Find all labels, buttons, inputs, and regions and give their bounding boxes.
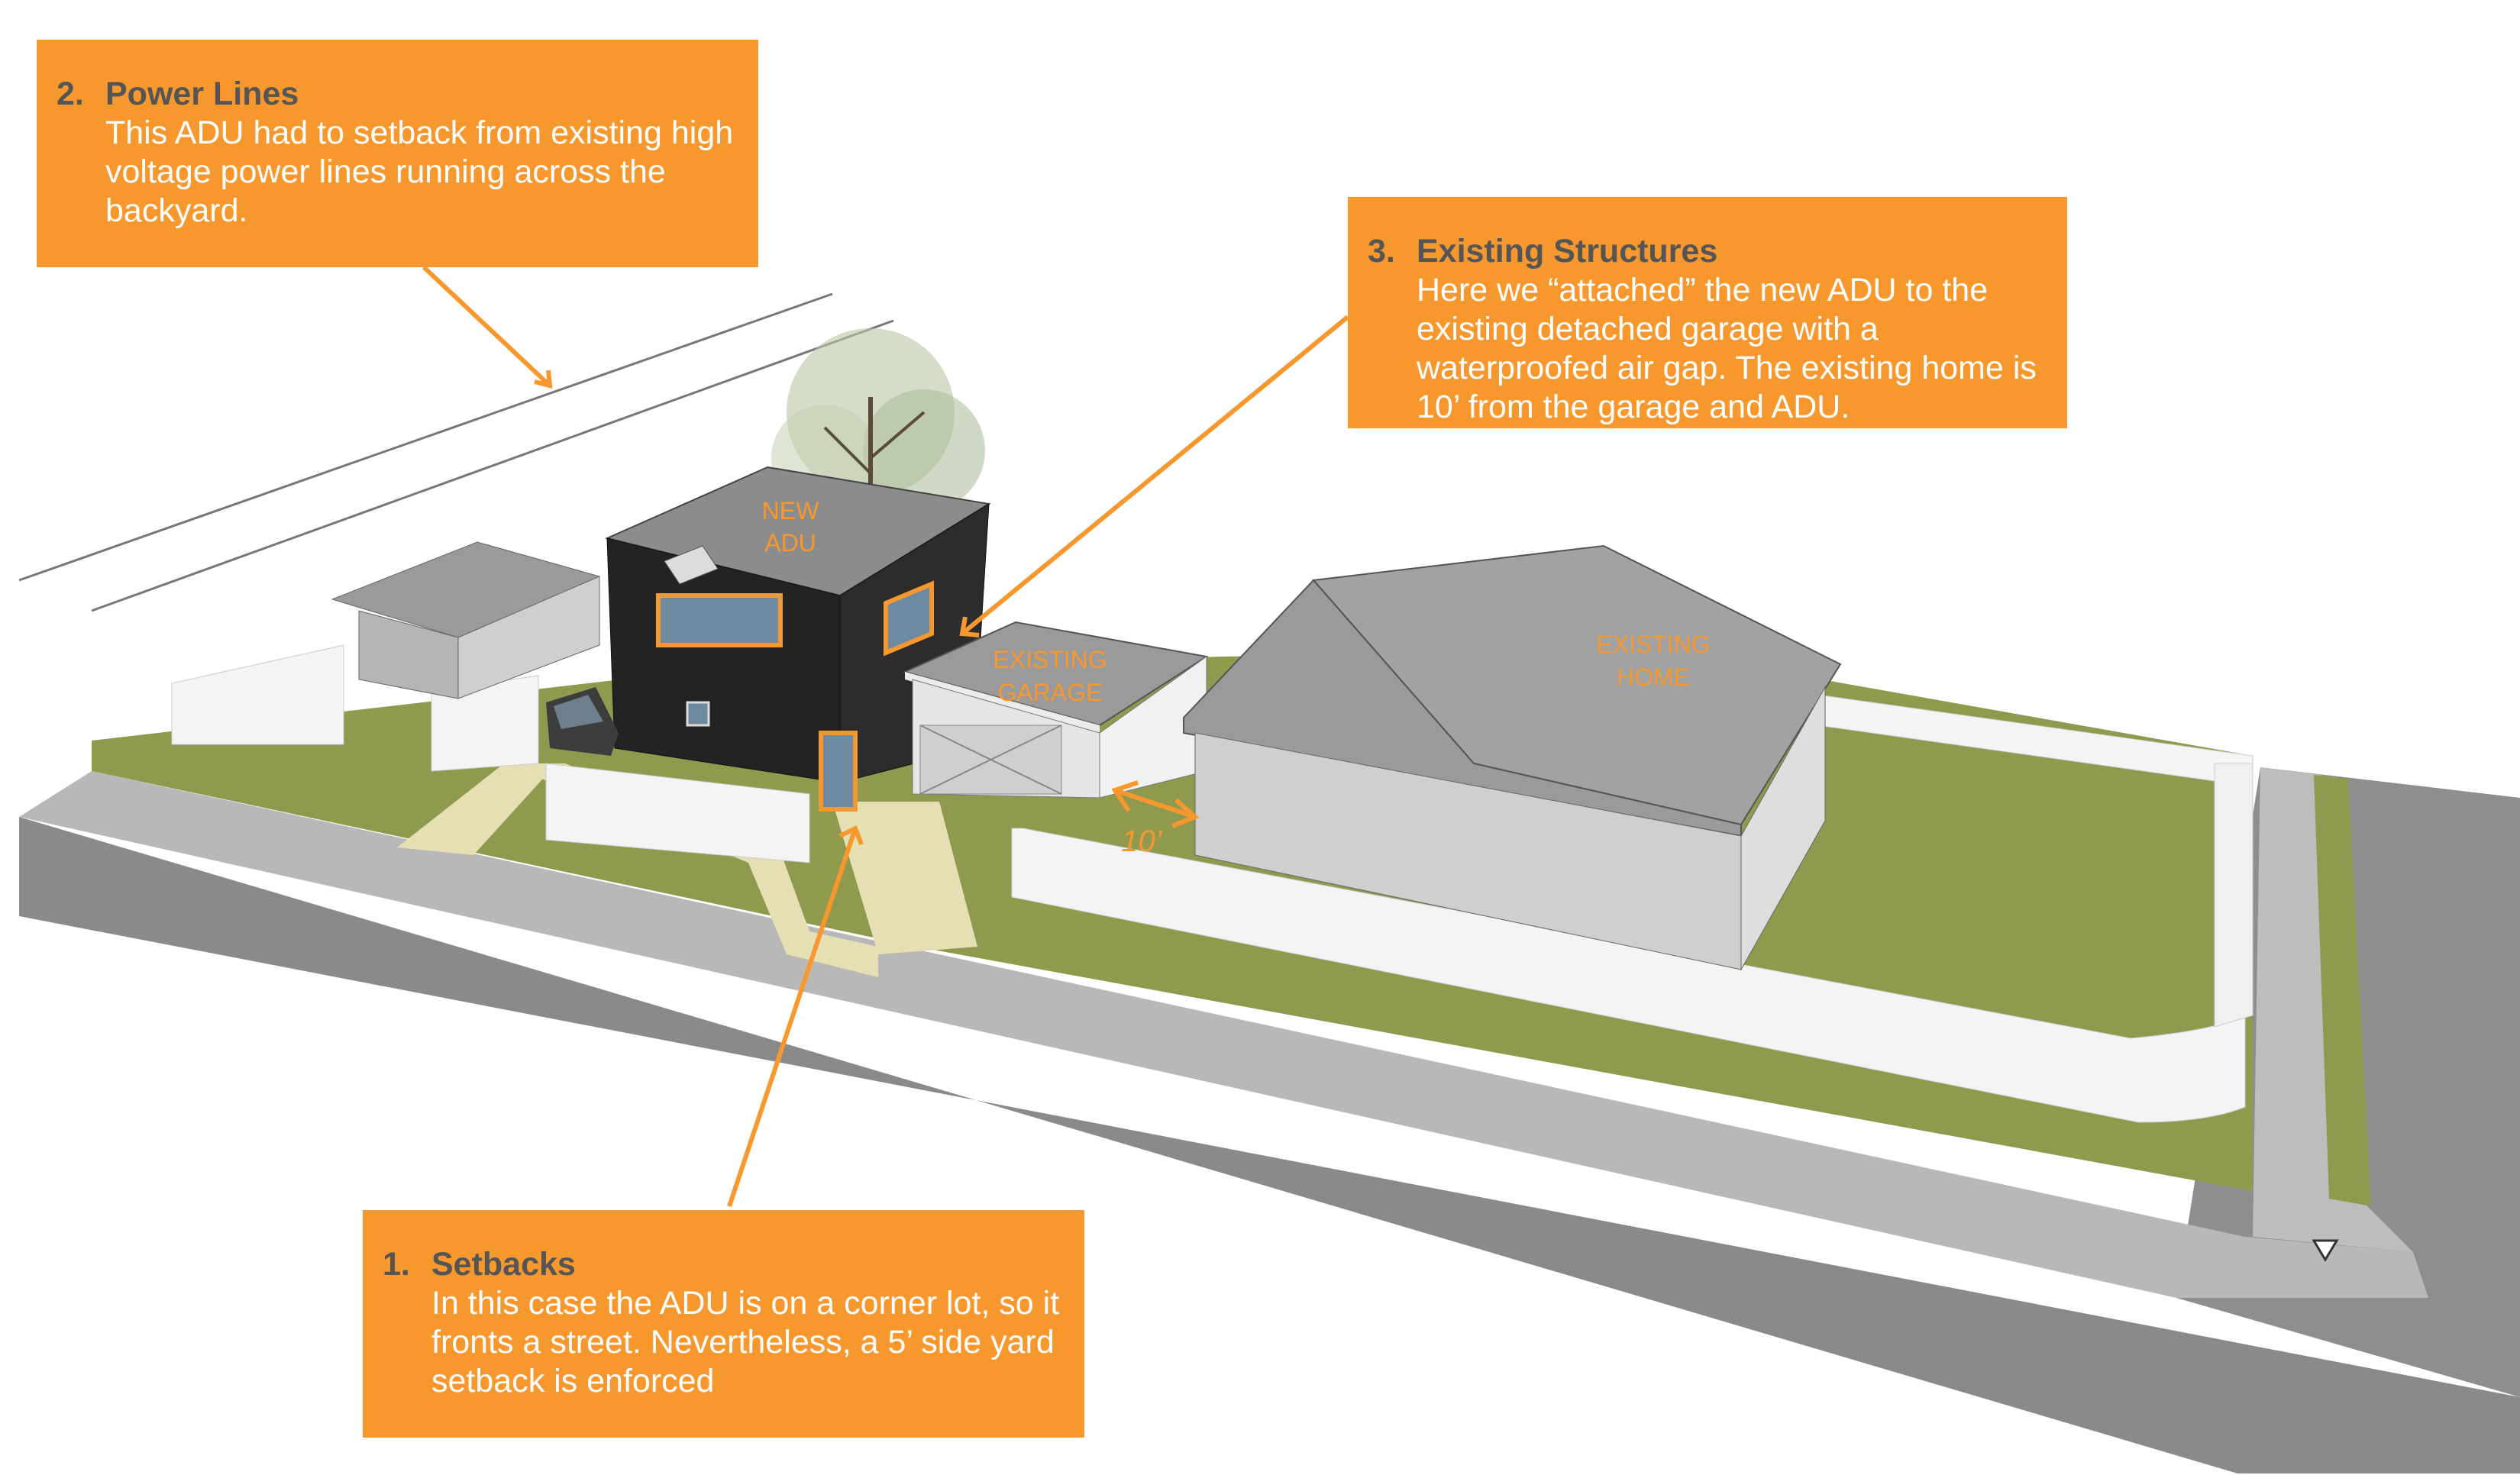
front-wall — [545, 763, 810, 863]
leader-arrow-1 — [727, 825, 864, 1207]
callout-body: In this case the ADU is on a corner lot,… — [431, 1285, 1060, 1399]
new-adu-label: ADU — [764, 529, 816, 557]
dimension-arrow — [1111, 780, 1200, 828]
car — [546, 687, 619, 756]
side-wall — [171, 644, 344, 745]
walkway — [832, 802, 977, 954]
walkway — [397, 763, 550, 855]
callout-title: Power Lines — [105, 76, 299, 112]
power-line — [18, 292, 833, 582]
existing-garage-label: GARAGE — [998, 679, 1103, 706]
callout-existing-structures: 3. Existing Structures Here we “attached… — [1348, 197, 2067, 428]
existing-home-label: EXISTING — [1596, 631, 1710, 658]
new-adu-label: NEW — [762, 497, 819, 524]
leader-arrow-2 — [422, 265, 553, 389]
existing-home — [1183, 544, 1842, 971]
back-garage-side — [457, 576, 600, 699]
existing-garage — [903, 621, 1209, 799]
callout-title: Existing Structures — [1417, 233, 1718, 270]
existing-home-label: HOME — [1617, 663, 1690, 691]
street — [19, 817, 2520, 1473]
callout-power-lines: 2. Power Lines This ADU had to setback f… — [37, 40, 758, 267]
callout-title: Setbacks — [431, 1246, 576, 1283]
callout-number: 2. — [57, 76, 84, 112]
callout-number: 1. — [383, 1246, 410, 1283]
callout-number: 3. — [1368, 233, 1395, 270]
leader-arrow-3 — [959, 315, 1349, 637]
corner-wall — [2214, 763, 2253, 1028]
callout-body: This ADU had to setback from existing hi… — [105, 115, 734, 229]
existing-garage-label: EXISTING — [993, 646, 1107, 673]
callout-setbacks: 1. Setbacks In this case the ADU is on a… — [363, 1210, 1084, 1438]
sidewalk — [19, 771, 2428, 1298]
side-lawn — [2314, 775, 2371, 1206]
corner-sign — [2312, 1239, 2339, 1262]
callout-body: Here we “attached” the new ADU to the ex… — [1417, 272, 2037, 425]
walkway — [504, 763, 878, 977]
power-line — [91, 319, 894, 612]
dimension-label: 10’ — [1121, 825, 1162, 858]
